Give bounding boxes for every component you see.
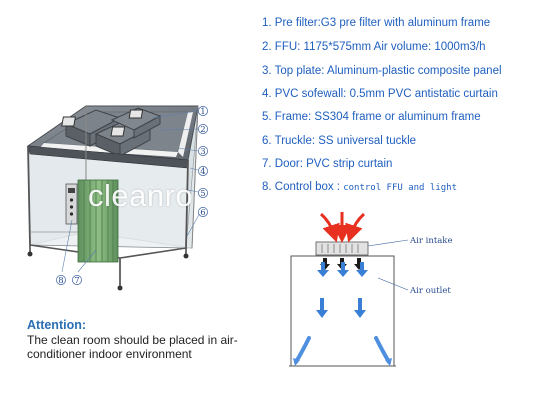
callout-marker: 7 — [72, 275, 82, 286]
pvc-strip-curtain — [77, 179, 119, 263]
outlet-leader — [377, 277, 409, 291]
spec-item: 8. Control box : control FFU and light — [262, 181, 457, 193]
airflow-chamber — [290, 255, 395, 366]
spec-item: 5. Frame: SS304 frame or aluminum frame — [262, 111, 481, 123]
attention-title: Attention: — [27, 318, 87, 332]
svg-text:4: 4 — [200, 167, 205, 177]
callout-marker: 5 — [198, 188, 208, 199]
spec-item: 3. Top plate: Aluminum-plastic composite… — [262, 65, 502, 77]
watermark-text: cleanro — [88, 178, 194, 213]
spec-item: 1. Pre filter:G3 pre filter with aluminu… — [262, 17, 491, 29]
airflow-ffu — [315, 241, 369, 256]
spec-item: 2. FFU: 1175*575mm Air volume: 1000m3/h — [262, 41, 486, 53]
frame-post — [27, 145, 31, 246]
svg-text:5: 5 — [200, 189, 205, 199]
control-box — [65, 183, 78, 225]
svg-text:8: 8 — [58, 276, 63, 286]
truckle-caster — [27, 245, 33, 257]
svg-text:1: 1 — [200, 107, 205, 117]
callout-marker: 2 — [198, 124, 208, 135]
ffu-grille — [321, 244, 359, 253]
attention-text: The clean room should be placed in air-c… — [27, 333, 238, 361]
outlet-arrowhead — [293, 358, 300, 366]
clean-booth-illustration — [26, 105, 199, 291]
svg-text:6: 6 — [200, 208, 205, 218]
airflow-diagram: Air intake Air outlet — [289, 212, 452, 367]
frame-post — [185, 159, 189, 249]
callout-marker: 6 — [198, 207, 208, 218]
outlet-curves — [294, 336, 391, 364]
frame-post — [191, 105, 199, 249]
airflow-arrows-blue — [316, 262, 368, 318]
callout-marker: 3 — [198, 146, 208, 157]
air-intake-label: Air intake — [409, 236, 452, 246]
air-outlet-label: Air outlet — [409, 286, 451, 296]
truckle-caster — [183, 248, 189, 259]
spec-item: 6. Truckle: SS universal tuckle — [262, 135, 417, 147]
callout-markers: 1 2 3 4 5 6 8 7 — [56, 106, 208, 286]
outlet-arrowhead — [385, 358, 392, 366]
intake-leader — [367, 239, 409, 247]
spec-item: 4. PVC sofewall: 0.5mm PVC antistatic cu… — [262, 88, 498, 100]
svg-text:3: 3 — [200, 147, 205, 157]
svg-text:2: 2 — [200, 125, 205, 135]
callout-marker: 4 — [198, 166, 208, 177]
callout-marker: 1 — [198, 106, 208, 117]
intake-arrows — [319, 212, 366, 243]
svg-text:7: 7 — [74, 276, 79, 286]
ffu-unit — [110, 107, 162, 139]
spec-item: 7. Door: PVC strip curtain — [262, 158, 393, 170]
callout-leaders — [61, 110, 201, 273]
callout-marker: 8 — [56, 275, 66, 286]
booth-top-strip — [178, 112, 193, 157]
